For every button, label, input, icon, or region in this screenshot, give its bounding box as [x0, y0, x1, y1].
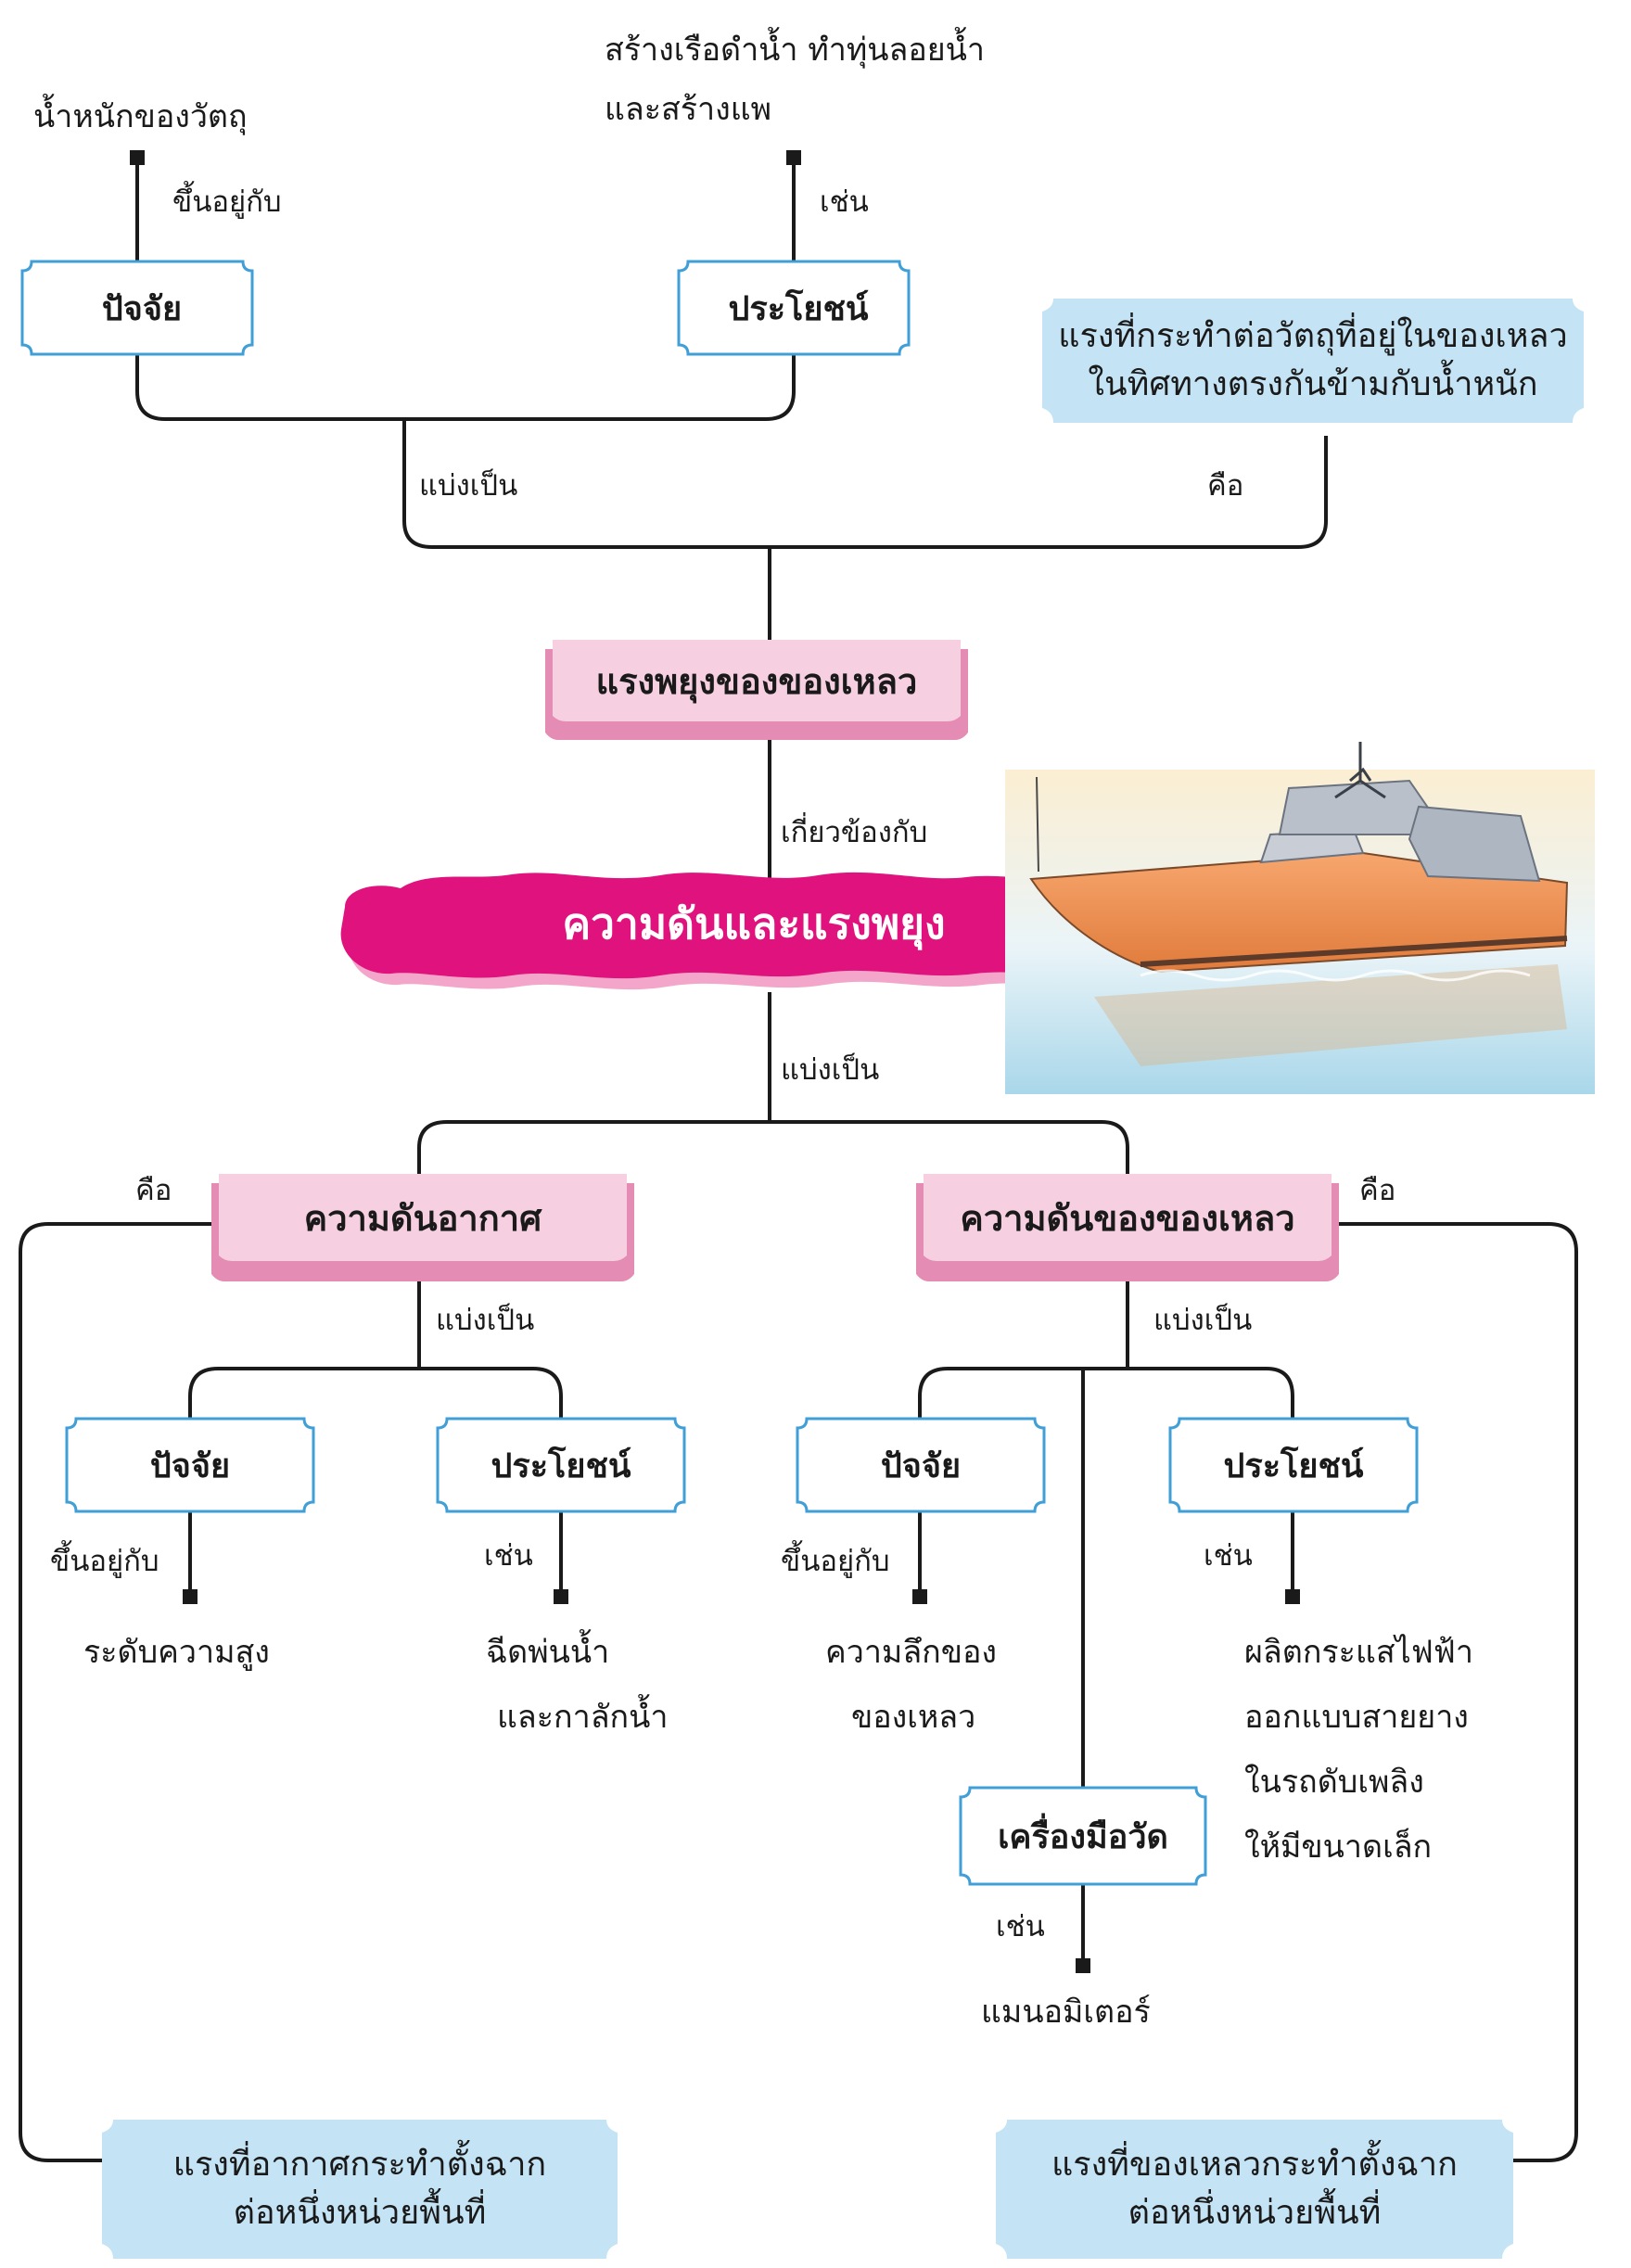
bracket-main-split	[417, 1120, 1129, 1176]
top-is-edge-label: คือ	[1207, 469, 1244, 503]
pink-buoyancy	[553, 640, 961, 721]
ship-hull	[1029, 851, 1569, 974]
box-top-factor	[20, 260, 254, 356]
main-title: ความดันและแรงพยุง	[562, 898, 946, 949]
air-definition-text: แรงที่อากาศกระทำตั้งฉาก ต่อหนึ่งหน่วยพื้…	[102, 2120, 618, 2259]
liquid-tool-result: แมนอมิเตอร์	[981, 1994, 1151, 2031]
air-divide-edge-label: แบ่งเป็น	[436, 1304, 535, 1337]
ship-bow-pole	[1036, 776, 1039, 873]
top-factor-box-label: ปัจจัย	[101, 289, 183, 328]
top-benefit-box-label: ประโยชน์	[728, 289, 869, 328]
info-top-definition	[1042, 299, 1584, 423]
main-divide-edge-label: แบ่งเป็น	[781, 1053, 880, 1087]
liquid-benefit-result-line3: ในรถดับเพลิง	[1244, 1764, 1424, 1801]
top-definition-text: แรงที่กระทำต่อวัตถุที่อยู่ในของเหลว ในทิ…	[1042, 299, 1584, 423]
ship-illustration-icon	[1005, 742, 1595, 1094]
endpoint-liquid-factor	[912, 1589, 927, 1604]
liquid-definition-text: แรงที่ของเหลวกระทำตั้งฉาก ต่อหนึ่งหน่วยพ…	[996, 2120, 1513, 2259]
top-definition-line1: แรงที่กระทำต่อวัตถุที่อยู่ในของเหลว	[1058, 316, 1568, 355]
endpoint-tool	[1076, 1958, 1090, 1973]
box-air-factor	[65, 1417, 315, 1513]
liquid-definition-line2: ต่อหนึ่งหน่วยพื้นที่	[1128, 2194, 1382, 2232]
pink-air	[219, 1174, 627, 1261]
endpoint-air-factor	[183, 1589, 198, 1604]
top-divide-edge-label: แบ่งเป็น	[419, 469, 518, 503]
endpoint-air-benefit	[554, 1589, 568, 1604]
liquid-title: ความดันของของเหลว	[960, 1197, 1295, 1239]
connector-lines	[19, 150, 1578, 2162]
bracket-liquid-split	[918, 1367, 1294, 1419]
liquid-definition-line1: แรงที่ของเหลวกระทำตั้งฉาก	[1051, 2145, 1458, 2184]
info-boxes	[102, 299, 1584, 2259]
line-liquid-definition	[1335, 1222, 1578, 2162]
air-factor-result: ระดับความสูง	[83, 1634, 270, 1671]
stamp-boxes	[20, 260, 1419, 1886]
ship-mast	[1334, 758, 1386, 799]
endpoint-top-factor	[130, 150, 145, 165]
box-air-benefit	[436, 1417, 686, 1513]
bracket-top-boxes	[135, 354, 796, 421]
air-definition-line1: แรงที่อากาศกระทำตั้งฉาก	[172, 2145, 547, 2184]
pink-boxes	[211, 640, 1339, 1281]
liquid-divide-edge-label: แบ่งเป็น	[1153, 1304, 1253, 1337]
liquid-tool-edge-label: เช่น	[996, 1910, 1045, 1943]
main-title-fill	[340, 872, 1160, 979]
box-top-benefit	[677, 260, 911, 356]
ship-ripple	[1140, 969, 1531, 982]
line-air-definition	[19, 1222, 215, 2162]
air-is-edge-label: คือ	[135, 1174, 172, 1207]
endpoint-liquid-benefit	[1285, 1589, 1300, 1604]
air-benefit-box-label: ประโยชน์	[491, 1446, 631, 1485]
liquid-benefit-box-label: ประโยชน์	[1223, 1446, 1364, 1485]
bracket-air-split	[188, 1367, 563, 1419]
air-benefit-edge-label: เช่น	[484, 1539, 533, 1573]
top-definition-line2: ในทิศทางตรงกันข้ามกับน้ำหนัก	[1088, 365, 1538, 403]
endpoint-top-benefit	[786, 150, 801, 165]
buoyancy-title: แรงพยุงของของเหลว	[595, 660, 918, 702]
box-liquid-benefit	[1168, 1417, 1419, 1513]
air-title: ความดันอากาศ	[303, 1197, 542, 1239]
liquid-factor-result-line2: ของเหลว	[851, 1699, 976, 1736]
air-benefit-result-line1: ฉีดพ่นน้ำ	[486, 1634, 610, 1671]
liquid-benefit-result-line1: ผลิตกระแสไฟฟ้า	[1244, 1634, 1473, 1671]
ship-waterline	[1140, 936, 1568, 967]
liquid-tool-box-label: เครื่องมือวัด	[998, 1817, 1168, 1856]
ship-aft-structure	[1408, 805, 1541, 883]
top-factor-edge-label: ขึ้นอยู่กับ	[172, 185, 282, 219]
air-factor-box-label: ปัจจัย	[149, 1446, 231, 1485]
pink-liquid	[924, 1174, 1332, 1261]
liquid-factor-box-label: ปัจจัย	[880, 1446, 962, 1485]
box-liquid-factor	[796, 1417, 1046, 1513]
buoyancy-related-edge-label: เกี่ยวข้องกับ	[781, 816, 928, 849]
info-air-definition	[102, 2120, 618, 2259]
ship-reflection	[1094, 964, 1567, 1066]
air-factor-edge-label: ขึ้นอยู่กับ	[50, 1545, 159, 1578]
bracket-top-divide	[402, 419, 1328, 549]
box-liquid-tool	[959, 1786, 1207, 1886]
main-title-shape	[340, 872, 1167, 990]
top-benefit-edge-label: เช่น	[820, 185, 869, 219]
air-definition-line2: ต่อหนึ่งหน่วยพื้นที่	[233, 2194, 487, 2232]
ship-bridge	[1278, 779, 1448, 835]
air-benefit-result-line2: และกาลักน้ำ	[497, 1699, 669, 1736]
liquid-is-edge-label: คือ	[1359, 1174, 1396, 1207]
liquid-factor-result-line1: ความลึกของ	[825, 1634, 998, 1671]
info-liquid-definition	[996, 2120, 1513, 2259]
liquid-benefit-result-line4: ให้มีขนาดเล็ก	[1244, 1828, 1433, 1866]
liquid-factor-edge-label: ขึ้นอยู่กับ	[781, 1545, 890, 1578]
top-factor-result: น้ำหนักของวัตถุ	[33, 98, 248, 135]
liquid-benefit-result-line2: ออกแบบสายยาง	[1244, 1699, 1469, 1736]
liquid-benefit-edge-label: เช่น	[1204, 1539, 1253, 1573]
top-benefit-result-line1: สร้างเรือดำน้ำ ทำทุ่นลอยน้ำ	[605, 32, 985, 69]
top-benefit-result-line2: และสร้างแพ	[605, 91, 772, 128]
